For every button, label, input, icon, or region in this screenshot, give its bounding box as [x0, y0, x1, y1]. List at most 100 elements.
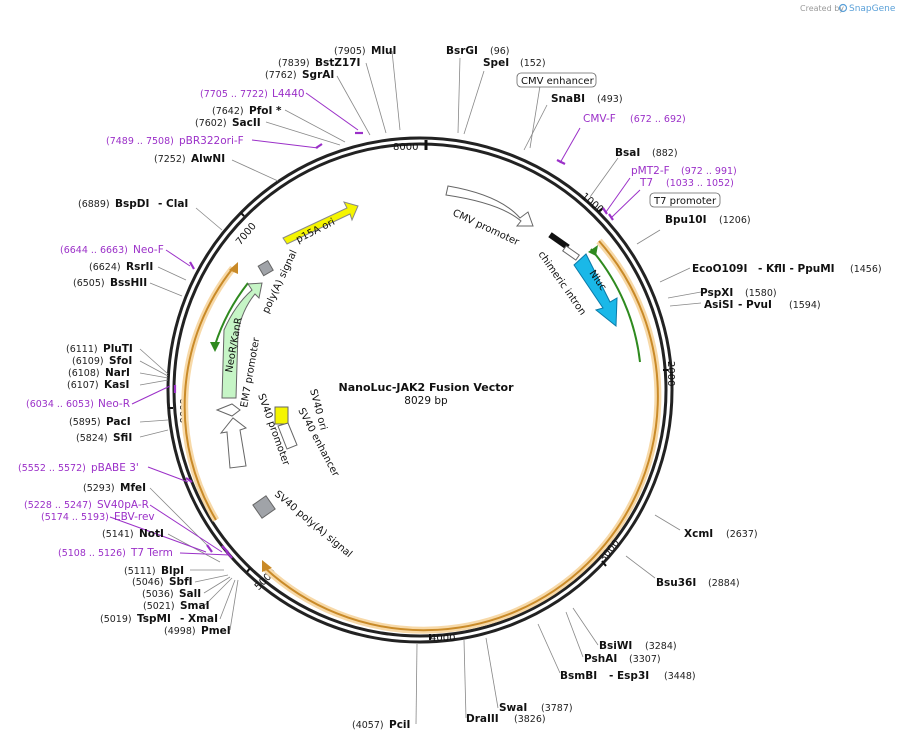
site-label-noti[interactable]: (5141) NotI — [102, 528, 164, 540]
primer-leader-lines — [109, 92, 641, 556]
svg-text:PfoI *: PfoI * — [249, 105, 282, 117]
svg-text:(6624): (6624) — [89, 262, 121, 273]
svg-text:(3826): (3826) — [514, 714, 546, 725]
primer-label-t7[interactable]: T7 (1033 .. 1052) — [639, 177, 734, 189]
tick-label-4000: 4000 — [430, 633, 455, 644]
primer-label-pbabe-3[interactable]: (5552 .. 5572) pBABE 3' — [18, 462, 139, 474]
site-label-pmei[interactable]: (4998) PmeI — [164, 625, 231, 637]
site-label-snabi[interactable]: SnaBI (493) — [551, 93, 623, 105]
svg-text:(152): (152) — [520, 58, 546, 69]
site-label-bsu36i[interactable]: Bsu36I (2884) — [656, 577, 740, 589]
site-label-bspdi[interactable]: (6889) BspDI - ClaI — [78, 198, 188, 210]
svg-text:KasI: KasI — [104, 379, 129, 391]
site-label-sacii[interactable]: (7602) SacII — [195, 117, 261, 129]
primer-label-pbr322ori-f[interactable]: (7489 .. 7508) pBR322ori-F — [106, 135, 244, 147]
label-t7-promoter: T7 promoter — [653, 196, 717, 207]
site-label-pfoi[interactable]: (7642) PfoI * — [212, 105, 282, 117]
primer-label-neo-r[interactable]: (6034 .. 6053) Neo-R — [26, 398, 130, 410]
primer-label-pmt2-f[interactable]: pMT2-F (972 .. 991) — [631, 165, 737, 177]
primer-label-t7-term[interactable]: (5108 .. 5126) T7 Term — [58, 547, 173, 559]
orf-arc-green-left — [214, 282, 249, 346]
site-label-rsrii[interactable]: (6624) RsrII — [89, 261, 153, 273]
site-label-sbfi[interactable]: (5046) SbfI — [132, 576, 193, 588]
svg-text:Bsu36I: Bsu36I — [656, 577, 696, 589]
site-label-sfii[interactable]: (5824) SfiI — [76, 432, 132, 444]
feature-p15a-ori: p15A ori — [282, 201, 359, 246]
site-label-bsmbi[interactable]: BsmBI - Esp3I (3448) — [560, 670, 696, 682]
primer-ticks — [173, 131, 614, 559]
site-label-bsiwi[interactable]: BsiWI (3284) — [599, 640, 677, 652]
svg-text:- Esp3I: - Esp3I — [609, 670, 649, 682]
site-label-pluti[interactable]: (6111) PluTI — [66, 343, 133, 355]
site-label-mfei[interactable]: (5293) MfeI — [83, 482, 146, 494]
label-poly-a-signal: poly(A) signal — [261, 248, 300, 315]
svg-text:(1033 .. 1052): (1033 .. 1052) — [666, 178, 734, 189]
svg-text:BsaI: BsaI — [615, 147, 640, 159]
primer-label-sv40pa-r[interactable]: (5228 .. 5247) SV40pA-R — [24, 499, 149, 511]
site-label-bsai[interactable]: BsaI (882) — [615, 147, 678, 159]
svg-text:Bpu10I: Bpu10I — [665, 214, 707, 226]
primer-label-cmv-f[interactable]: CMV-F (672 .. 692) — [583, 113, 686, 125]
orf-arc-green-right — [590, 248, 641, 363]
primer-label-neo-f[interactable]: (6644 .. 6663) Neo-F — [60, 244, 164, 256]
svg-text:- ClaI: - ClaI — [158, 198, 188, 210]
svg-text:SpeI: SpeI — [483, 57, 509, 69]
site-label-pspxi[interactable]: PspXI (1580) — [700, 287, 777, 299]
label-sv40-polya-signal: SV40 poly(A) signal — [272, 489, 354, 560]
svg-text:pBABE 3': pBABE 3' — [91, 462, 139, 474]
site-label-pcii[interactable]: (4057) PciI — [352, 719, 410, 731]
site-label-bsrgi[interactable]: BsrGI (96) — [446, 45, 510, 57]
site-label-mlui[interactable]: (7905) MluI — [334, 45, 396, 57]
site-label-kasi[interactable]: (6107) KasI — [67, 379, 129, 391]
tick-label-2000: 2000 — [665, 361, 676, 386]
site-label-blpi[interactable]: (5111) BlpI — [124, 565, 184, 577]
site-label-bpu10i[interactable]: Bpu10I (1206) — [665, 214, 751, 226]
site-label-alwni[interactable]: (7252) AlwNI — [154, 153, 225, 165]
svg-text:(6889): (6889) — [78, 199, 110, 210]
site-label-ecoo109i[interactable]: EcoO109I - KflI - PpuMI (1456) — [692, 263, 882, 275]
map-size: 8029 bp — [404, 395, 448, 407]
svg-text:(6111): (6111) — [66, 344, 98, 355]
svg-text:BsiWI: BsiWI — [599, 640, 632, 652]
site-label-sgrai[interactable]: (7762) SgrAI — [265, 69, 334, 81]
primer-label-l4440[interactable]: (7705 .. 7722) L4440 — [200, 88, 305, 100]
site-label-sfoi[interactable]: (6109) SfoI — [72, 355, 132, 367]
svg-text:(5021): (5021) — [143, 601, 175, 612]
site-label-paci[interactable]: (5895) PacI — [69, 416, 131, 428]
svg-text:(7905): (7905) — [334, 46, 366, 57]
svg-text:(5019): (5019) — [100, 614, 132, 625]
svg-text:PspXI: PspXI — [700, 287, 733, 299]
svg-text:Neo-R: Neo-R — [98, 398, 130, 410]
site-label-spei[interactable]: SpeI (152) — [483, 57, 546, 69]
site-label-bsshii[interactable]: (6505) BssHII — [73, 277, 147, 289]
site-label-xcmi[interactable]: XcmI (2637) — [684, 528, 758, 540]
orf-green-right-arrowhead — [588, 245, 598, 256]
svg-text:AlwNI: AlwNI — [191, 153, 225, 165]
site-label-bstz17i[interactable]: (7839) BstZ17I — [278, 57, 360, 69]
site-label-asisi[interactable]: AsiSI - PvuI (1594) — [704, 299, 821, 311]
feature-sv40-polya-signal: SV40 poly(A) signal — [252, 489, 354, 560]
svg-text:MluI: MluI — [371, 45, 396, 57]
site-label-sali[interactable]: (5036) SalI — [142, 588, 201, 600]
orf-arc-left — [183, 267, 234, 521]
svg-text:(5174 .. 5193): (5174 .. 5193) — [41, 512, 109, 523]
feature-chimeric-intron: chimeric intron — [536, 232, 588, 318]
site-label-pshai[interactable]: PshAI (3307) — [584, 653, 661, 665]
site-label-nari[interactable]: (6108) NarI — [68, 367, 130, 379]
svg-text:(1594): (1594) — [789, 300, 821, 311]
site-label-swai[interactable]: SwaI (3787) — [499, 702, 573, 714]
site-label-tspmi[interactable]: (5019) TspMI - XmaI — [100, 613, 218, 625]
svg-text:SmaI: SmaI — [180, 600, 210, 612]
site-label-smai[interactable]: (5021) SmaI — [143, 600, 210, 612]
svg-text:(1456): (1456) — [850, 264, 882, 275]
svg-text:(5111): (5111) — [124, 566, 156, 577]
svg-text:SgrAI: SgrAI — [302, 69, 334, 81]
primer-label-ebv-rev[interactable]: (5174 .. 5193) EBV-rev — [41, 511, 155, 523]
svg-text:BspDI: BspDI — [115, 198, 149, 210]
svg-text:SV40pA-R: SV40pA-R — [97, 499, 149, 511]
svg-text:(5293): (5293) — [83, 483, 115, 494]
site-label-draiii[interactable]: DraIII (3826) — [466, 713, 546, 725]
svg-text:(2637): (2637) — [726, 529, 758, 540]
tick-2000: 2000 — [663, 361, 676, 386]
svg-text:BstZ17I: BstZ17I — [315, 57, 360, 69]
